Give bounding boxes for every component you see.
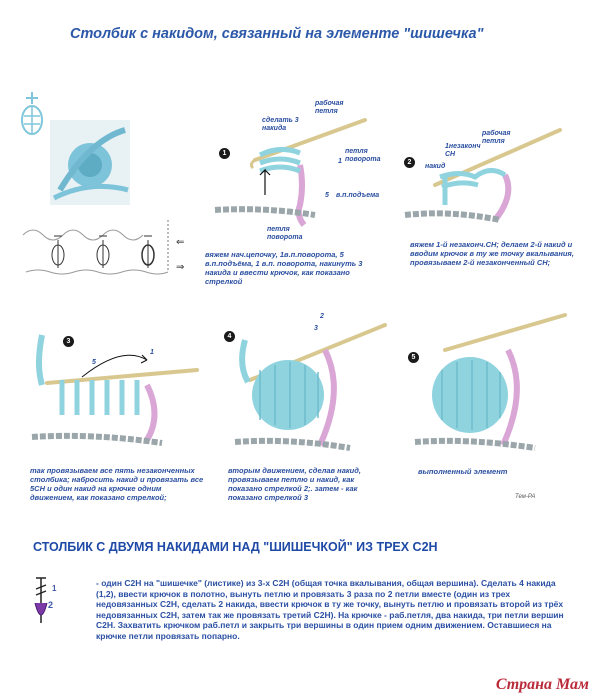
double-crochet-symbol-icon bbox=[34, 577, 48, 623]
step-5-number: 5 bbox=[408, 352, 419, 363]
step-1-label-turning-loop: петля поворота bbox=[345, 148, 381, 163]
step-3-caption: так провязываем все пять незаконченных с… bbox=[30, 466, 204, 502]
chart-diagram-icon: ⇐ ⇒ bbox=[22, 220, 184, 275]
step-1-label-ch-turning: в.п.подъема bbox=[336, 192, 380, 199]
step-4-caption: вторым движением, сделав накид, провязыв… bbox=[228, 466, 361, 502]
symbol-label-1: 1 bbox=[52, 584, 57, 593]
svg-text:⇒: ⇒ bbox=[176, 262, 184, 273]
step-1-count-1: 1 bbox=[338, 158, 342, 165]
step-1-caption: вяжем нач.цепочку, 1в.п.поворота, 5 в.п.… bbox=[205, 250, 363, 286]
step-4-illustration bbox=[234, 323, 387, 451]
step-2-number: 2 bbox=[404, 157, 415, 168]
symbol-label-2: 2 bbox=[48, 600, 54, 610]
section-description: - один С2Н на "шишечке" (листике) из 3-х… bbox=[96, 578, 564, 641]
step-1-label-make-3-yo: сделать 3 накида bbox=[262, 117, 299, 132]
step-3-count-1: 1 bbox=[150, 349, 154, 356]
step-4-number: 4 bbox=[224, 331, 235, 342]
author-signature: Тем-РА bbox=[515, 494, 536, 500]
step-3-illustration bbox=[31, 334, 199, 446]
step-1-label-working-loop: рабочая петля bbox=[315, 100, 344, 115]
watermark-logo: Страна Мам bbox=[495, 676, 589, 693]
step-5-caption: выполненный элемент bbox=[418, 467, 508, 476]
step-2-label-first-unfinished: 1незаконч СН bbox=[445, 143, 481, 158]
page-title: Столбик с накидом, связанный на элементе… bbox=[70, 26, 484, 42]
svg-text:⇐: ⇐ bbox=[176, 237, 184, 248]
bobble-symbol-icon bbox=[21, 92, 43, 135]
step-3-count-5: 5 bbox=[92, 359, 96, 366]
step-1-number: 1 bbox=[219, 148, 230, 159]
step-2-illustration bbox=[404, 128, 562, 223]
step-3-number: 3 bbox=[63, 336, 74, 347]
sample-photo-icon bbox=[50, 120, 130, 205]
step-5-illustration bbox=[414, 313, 567, 451]
step-1-illustration bbox=[214, 118, 367, 227]
step-2-label-yarn-over: накид bbox=[425, 163, 446, 170]
step-1-label-turning-loop-2: петля поворота bbox=[267, 226, 303, 241]
step-1-count-5: 5 bbox=[325, 192, 329, 199]
step-4-count-2: 2 bbox=[320, 313, 324, 320]
step-4-count-3: 3 bbox=[314, 325, 318, 332]
section-title: СТОЛБИК С ДВУМЯ НАКИДАМИ НАД "ШИШЕЧКОЙ" … bbox=[33, 540, 438, 554]
step-2-label-working-loop: рабочая петля bbox=[482, 130, 511, 145]
step-2-caption: вяжем 1-й незаконч.СН; делаем 2-й накид … bbox=[410, 240, 574, 267]
